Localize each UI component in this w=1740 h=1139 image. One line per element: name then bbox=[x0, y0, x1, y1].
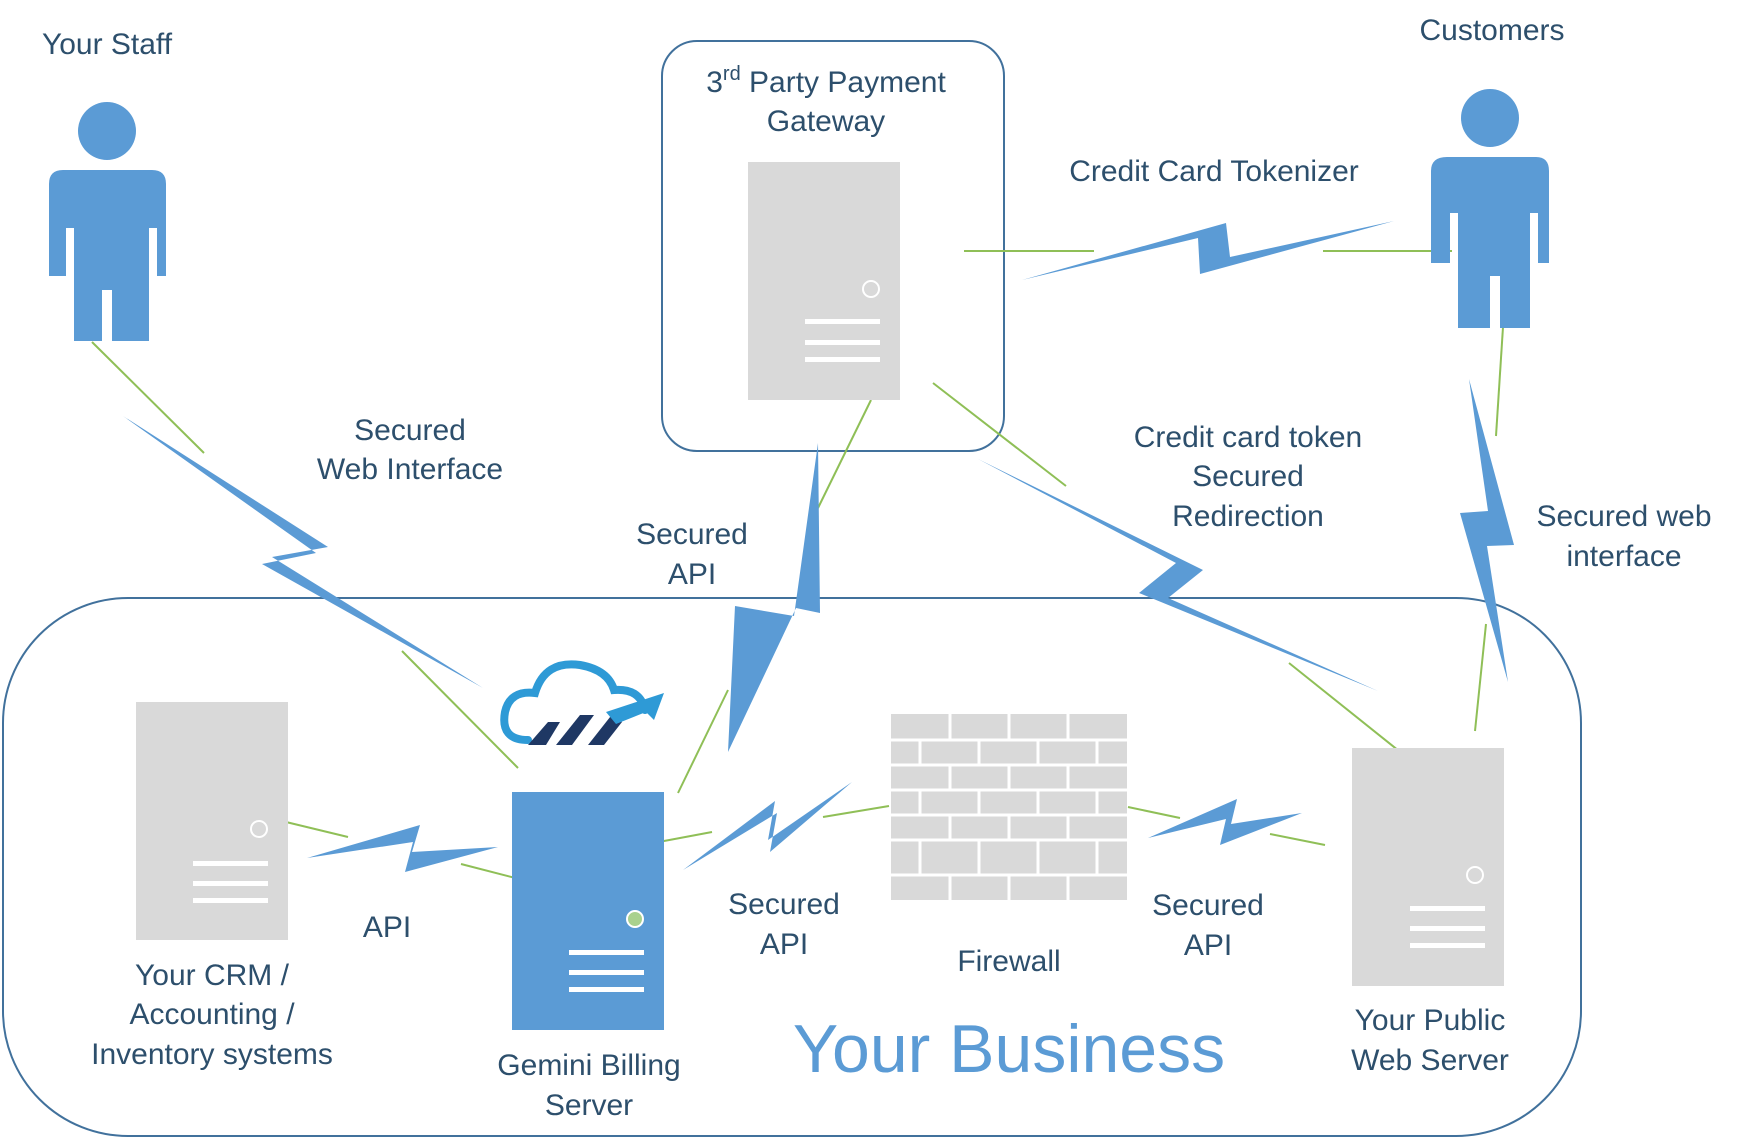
label-secured-api-top-1: Secured bbox=[636, 518, 748, 551]
redirect-lightning-icon bbox=[978, 459, 1378, 691]
label-firewall: Firewall bbox=[957, 945, 1060, 978]
staff-lightning-icon bbox=[123, 416, 483, 688]
label-token-redirect-1: Credit card token bbox=[1134, 421, 1362, 454]
label-crm-1: Your CRM / bbox=[135, 959, 290, 992]
public-web-server-icon bbox=[1352, 748, 1504, 986]
label-secured-api-top-2: API bbox=[668, 558, 716, 591]
label-secured-web-interface-2: Web Interface bbox=[317, 453, 503, 486]
firewall-icon bbox=[891, 714, 1127, 900]
label-tokenizer: Credit Card Tokenizer bbox=[1069, 155, 1359, 188]
gemini-server-icon bbox=[512, 792, 664, 1030]
label-customers: Customers bbox=[1419, 14, 1564, 47]
label-crm-3: Inventory systems bbox=[91, 1038, 333, 1071]
label-secured-web-interface-1: Secured bbox=[354, 414, 466, 447]
tokenizer-lightning-icon bbox=[1022, 221, 1394, 280]
label-customer-web-1: Secured web bbox=[1536, 500, 1711, 533]
gemini-fw-lightning-icon bbox=[683, 782, 852, 870]
customer-lightning-icon bbox=[1460, 379, 1514, 682]
label-token-redirect-3: Redirection bbox=[1172, 500, 1324, 533]
crm-lightning-icon bbox=[307, 825, 498, 872]
label-public-1: Your Public bbox=[1355, 1004, 1506, 1037]
label-secured-api-right-2: API bbox=[1184, 929, 1232, 962]
gemini-logo-icon bbox=[500, 660, 664, 745]
lightning-links bbox=[123, 221, 1514, 872]
label-your-business: Your Business bbox=[793, 1011, 1225, 1087]
label-public-2: Web Server bbox=[1351, 1044, 1509, 1077]
api-top-lightning-icon bbox=[728, 443, 820, 752]
customer-person-icon bbox=[1431, 89, 1549, 328]
label-secured-api-right-1: Secured bbox=[1152, 889, 1264, 922]
crm-server-icon bbox=[136, 702, 288, 940]
payment-gateway-boundary bbox=[661, 40, 1005, 452]
staff-person-icon bbox=[49, 102, 166, 341]
fw-web-lightning-icon bbox=[1148, 799, 1302, 845]
label-secured-api-left-1: Secured bbox=[728, 888, 840, 921]
label-token-redirect-2: Secured bbox=[1192, 460, 1304, 493]
your-business-boundary bbox=[2, 597, 1582, 1137]
connector-lines bbox=[91, 250, 1504, 882]
gateway-server-icon bbox=[748, 162, 900, 400]
label-gateway-subtitle: Gateway bbox=[767, 105, 885, 138]
label-crm-2: Accounting / bbox=[129, 998, 295, 1031]
label-customer-web-2: interface bbox=[1566, 540, 1681, 573]
label-gemini-1: Gemini Billing bbox=[497, 1049, 680, 1082]
label-gemini-2: Server bbox=[545, 1089, 633, 1122]
label-secured-api-left-2: API bbox=[760, 928, 808, 961]
label-api: API bbox=[363, 911, 411, 944]
label-gateway-title: 3rd Party Payment bbox=[706, 63, 946, 99]
label-your-staff: Your Staff bbox=[42, 28, 173, 61]
